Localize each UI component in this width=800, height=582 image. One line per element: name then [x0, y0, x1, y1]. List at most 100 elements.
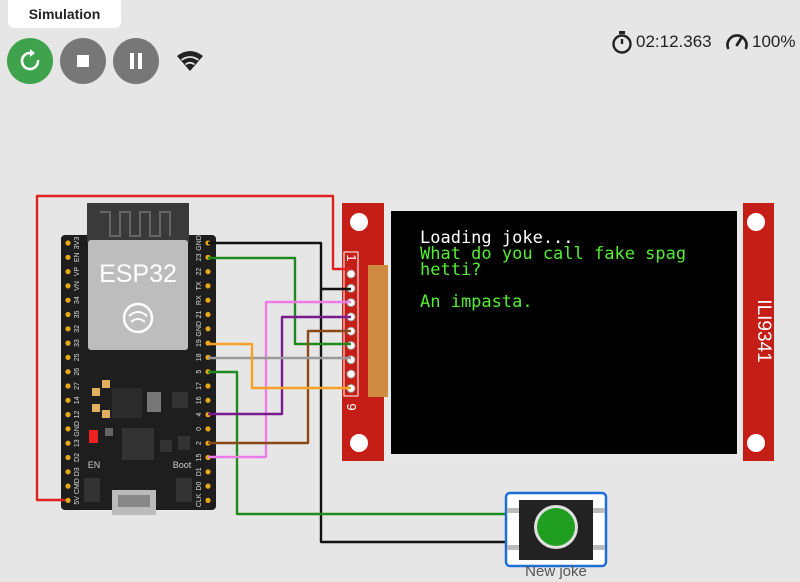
esp32-pin-label: 17 [196, 382, 203, 390]
esp32-pin[interactable] [205, 497, 211, 503]
esp32-pin-label: D0 [196, 482, 203, 491]
sim-timer: 02:12.363 [611, 30, 712, 54]
esp32-pin[interactable] [205, 297, 211, 303]
esp32-pin-label: 21 [196, 311, 203, 319]
pause-icon [130, 53, 142, 69]
display-pin[interactable] [346, 269, 356, 279]
display-text-line: What do you call fake spag [420, 244, 687, 264]
boot-label: Boot [173, 460, 192, 470]
display-text-line: An impasta. [420, 292, 533, 312]
gauge-icon [726, 34, 748, 50]
esp32-pin[interactable] [65, 383, 71, 389]
sim-speed: 100% [725, 30, 795, 54]
esp32-pin[interactable] [65, 497, 71, 503]
esp32-pin-label: 32 [74, 325, 81, 333]
esp32-pin[interactable] [65, 412, 71, 418]
esp32-pin-label: GND [196, 235, 203, 251]
esp32-pin[interactable] [205, 283, 211, 289]
esp32-pin-label: 4 [196, 413, 203, 417]
wire-violet-4[interactable] [208, 315, 351, 416]
esp32-pin-label: 26 [74, 368, 81, 376]
stop-button[interactable] [60, 38, 106, 84]
esp32-pin[interactable] [205, 383, 211, 389]
esp32-pin[interactable] [65, 354, 71, 360]
esp32-pin-label: GND [74, 421, 81, 437]
esp32-pin-label: 2 [196, 441, 203, 445]
esp32-pin[interactable] [65, 311, 71, 318]
esp32-pin-label: 33 [74, 339, 81, 347]
esp32-pin[interactable] [65, 269, 71, 275]
wire-pink-15[interactable] [208, 300, 351, 459]
elapsed-time: 02:12.363 [636, 32, 712, 51]
wire-gnd-button[interactable] [319, 289, 513, 544]
esp32-pin[interactable] [65, 426, 71, 432]
esp32-pin[interactable] [65, 369, 71, 375]
esp32-pin-label: 35 [74, 311, 81, 319]
stop-icon [77, 55, 89, 67]
esp32-pin[interactable] [65, 240, 71, 246]
esp32-pin-label: D2 [74, 453, 81, 462]
esp32-pin-label: VN [74, 281, 81, 291]
esp32-pin[interactable] [205, 469, 211, 475]
esp32-label: ESP32 [99, 260, 177, 288]
esp32-pin-label: RX [196, 295, 203, 305]
pushbutton-label: New joke [525, 563, 587, 580]
display-text-line: Loading joke... [420, 228, 574, 248]
esp32-pin-label: 5V [74, 496, 81, 505]
tab-simulation[interactable]: Simulation [8, 0, 121, 28]
esp32-pin[interactable] [205, 483, 211, 489]
speed-percent: 100% [752, 32, 796, 51]
esp32-pin-label: 34 [74, 296, 81, 304]
esp32-pin[interactable] [65, 340, 71, 346]
esp32-pin[interactable] [65, 326, 71, 332]
esp32-pin[interactable] [65, 454, 71, 461]
esp32-pin-label: EN [74, 252, 81, 262]
esp32-pin[interactable] [65, 483, 71, 489]
pin-label-first: 1 [344, 254, 359, 261]
esp32-pin[interactable] [65, 440, 71, 446]
esp32-pin-label: D1 [196, 467, 203, 476]
esp32-pin-label: CMD [74, 478, 81, 494]
esp32-pin-label: 14 [74, 396, 81, 404]
pause-button[interactable] [113, 38, 159, 84]
esp32-pin[interactable] [65, 469, 71, 475]
esp32-pin[interactable] [65, 297, 71, 303]
esp32-pin-label: 23 [196, 253, 203, 261]
display-pin[interactable] [346, 341, 356, 350]
restart-button[interactable] [7, 38, 53, 84]
esp32-pin[interactable] [65, 254, 71, 260]
esp32-pin-label: 3V3 [74, 237, 81, 250]
esp32-pin-label: 16 [196, 396, 203, 404]
button-cap[interactable] [537, 508, 575, 546]
wire-vcc[interactable] [35, 194, 351, 502]
esp32-left-pin-column: 3V3ENVPVN343532332526271412GND13D2D3CMD5… [65, 237, 81, 505]
esp32-pin-label: D3 [74, 467, 81, 476]
esp32-pin[interactable] [205, 397, 211, 403]
esp32-pin-label: 27 [74, 382, 81, 390]
new-joke-pushbutton[interactable] [504, 491, 608, 568]
ili9341-display[interactable]: 1 9 ILI9341 [342, 203, 774, 461]
esp32-pin-label: 18 [196, 353, 203, 361]
wire-orange-19[interactable] [208, 342, 351, 390]
wifi-icon [176, 50, 204, 77]
esp32-pin[interactable] [205, 311, 211, 318]
esp32-pin[interactable] [65, 397, 71, 403]
wire-group [35, 194, 513, 544]
esp32-pin-label: 25 [74, 353, 81, 361]
esp32-board[interactable]: ESP32 EN Boot 3V3ENVPVN34353233252627141… [61, 203, 216, 515]
esp32-pin-label: 0 [196, 427, 203, 431]
esp32-pin-label: 13 [74, 439, 81, 447]
esp32-pin-label: 22 [196, 268, 203, 276]
esp32-pin[interactable] [65, 283, 71, 289]
wire-gnd-display[interactable] [208, 241, 351, 291]
esp32-pin[interactable] [205, 426, 211, 432]
restart-icon [20, 49, 40, 71]
esp32-pin-label: 12 [74, 411, 81, 419]
esp32-pin[interactable] [205, 269, 211, 275]
esp32-pin-label: TX [196, 281, 203, 290]
display-pin[interactable] [346, 369, 356, 379]
esp32-pin[interactable] [205, 326, 211, 332]
esp32-pin-label: 15 [196, 454, 203, 462]
